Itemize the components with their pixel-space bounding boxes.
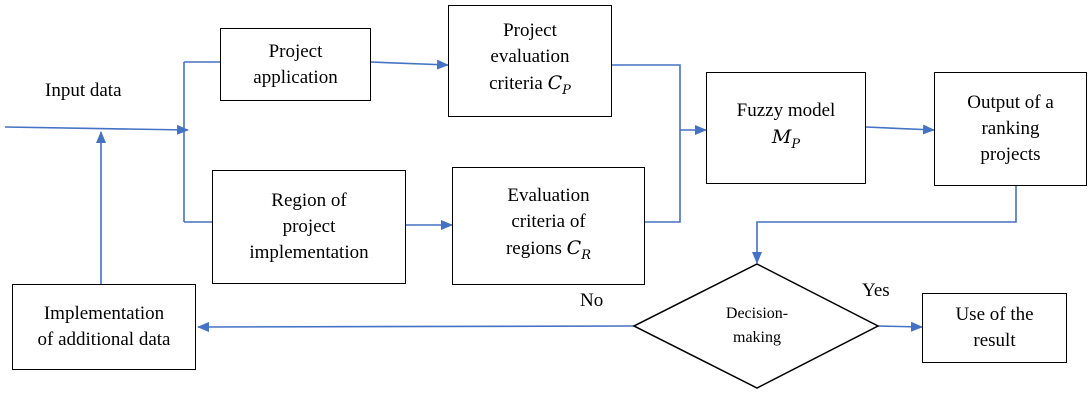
box-line: of additional data — [37, 329, 171, 350]
box-line: implementation — [249, 242, 369, 263]
input-arrow — [4, 124, 189, 135]
fuzzy-model-box: Fuzzy model MP — [706, 72, 866, 184]
region-criteria-box: Evaluation criteria of regions CR — [452, 167, 645, 285]
to-output-arrow — [865, 124, 935, 135]
box-line: Project — [268, 40, 323, 62]
to-project-criteria-arrow — [370, 59, 449, 70]
project-criteria-box: Project evaluation criteria CP — [448, 5, 612, 117]
box-line: criteria of — [511, 211, 586, 233]
box-line-text: criteria — [489, 73, 543, 95]
math-symbol: CP — [547, 72, 571, 98]
box-line: Project — [503, 20, 557, 42]
box-line: criteria CP — [489, 70, 571, 104]
decision-diamond — [632, 263, 880, 389]
use-result-box: Use of the result — [922, 293, 1067, 363]
box-line: project — [282, 216, 336, 237]
box-line: evaluation — [490, 46, 570, 68]
project-application-box: Project application — [220, 28, 371, 101]
box-line: application — [253, 66, 338, 88]
region-box: Region of project implementation — [212, 170, 406, 284]
yes-label: Yes — [862, 280, 890, 301]
merge-line — [612, 64, 681, 223]
box-line: regions CR — [506, 235, 591, 269]
to-decision-arrow — [752, 186, 1017, 264]
math-letter: C — [547, 72, 563, 95]
decision-line: Decision- — [725, 305, 789, 322]
box-line: result — [973, 330, 1016, 351]
box-line: Fuzzy model — [736, 100, 836, 122]
implementation-box: Implementation of additional data — [12, 284, 196, 370]
math-symbol: MP — [772, 124, 800, 158]
decision-text: Decision- making — [697, 302, 817, 350]
no-label: No — [580, 290, 604, 311]
math-subscript: P — [791, 136, 801, 152]
box-line: Use of the — [955, 304, 1034, 325]
box-line: projects — [980, 144, 1041, 165]
no-arrow — [197, 321, 635, 332]
math-symbol: CR — [566, 237, 591, 263]
box-line: Region of — [271, 190, 347, 211]
output-box: Output of a ranking projects — [934, 72, 1087, 186]
box-line: Output of a — [967, 92, 1054, 113]
math-subscript: P — [562, 82, 571, 98]
box-line: ranking — [981, 118, 1040, 139]
math-subscript: R — [581, 247, 592, 263]
box-line: Implementation — [43, 303, 165, 324]
box-line-text: regions — [505, 238, 562, 260]
math-letter: C — [566, 237, 582, 260]
math-letter: M — [771, 126, 792, 149]
input-data-label: Input data — [45, 80, 122, 101]
decision-line: making — [733, 329, 781, 346]
yes-arrow — [877, 321, 923, 332]
box-line: Evaluation — [507, 185, 590, 207]
